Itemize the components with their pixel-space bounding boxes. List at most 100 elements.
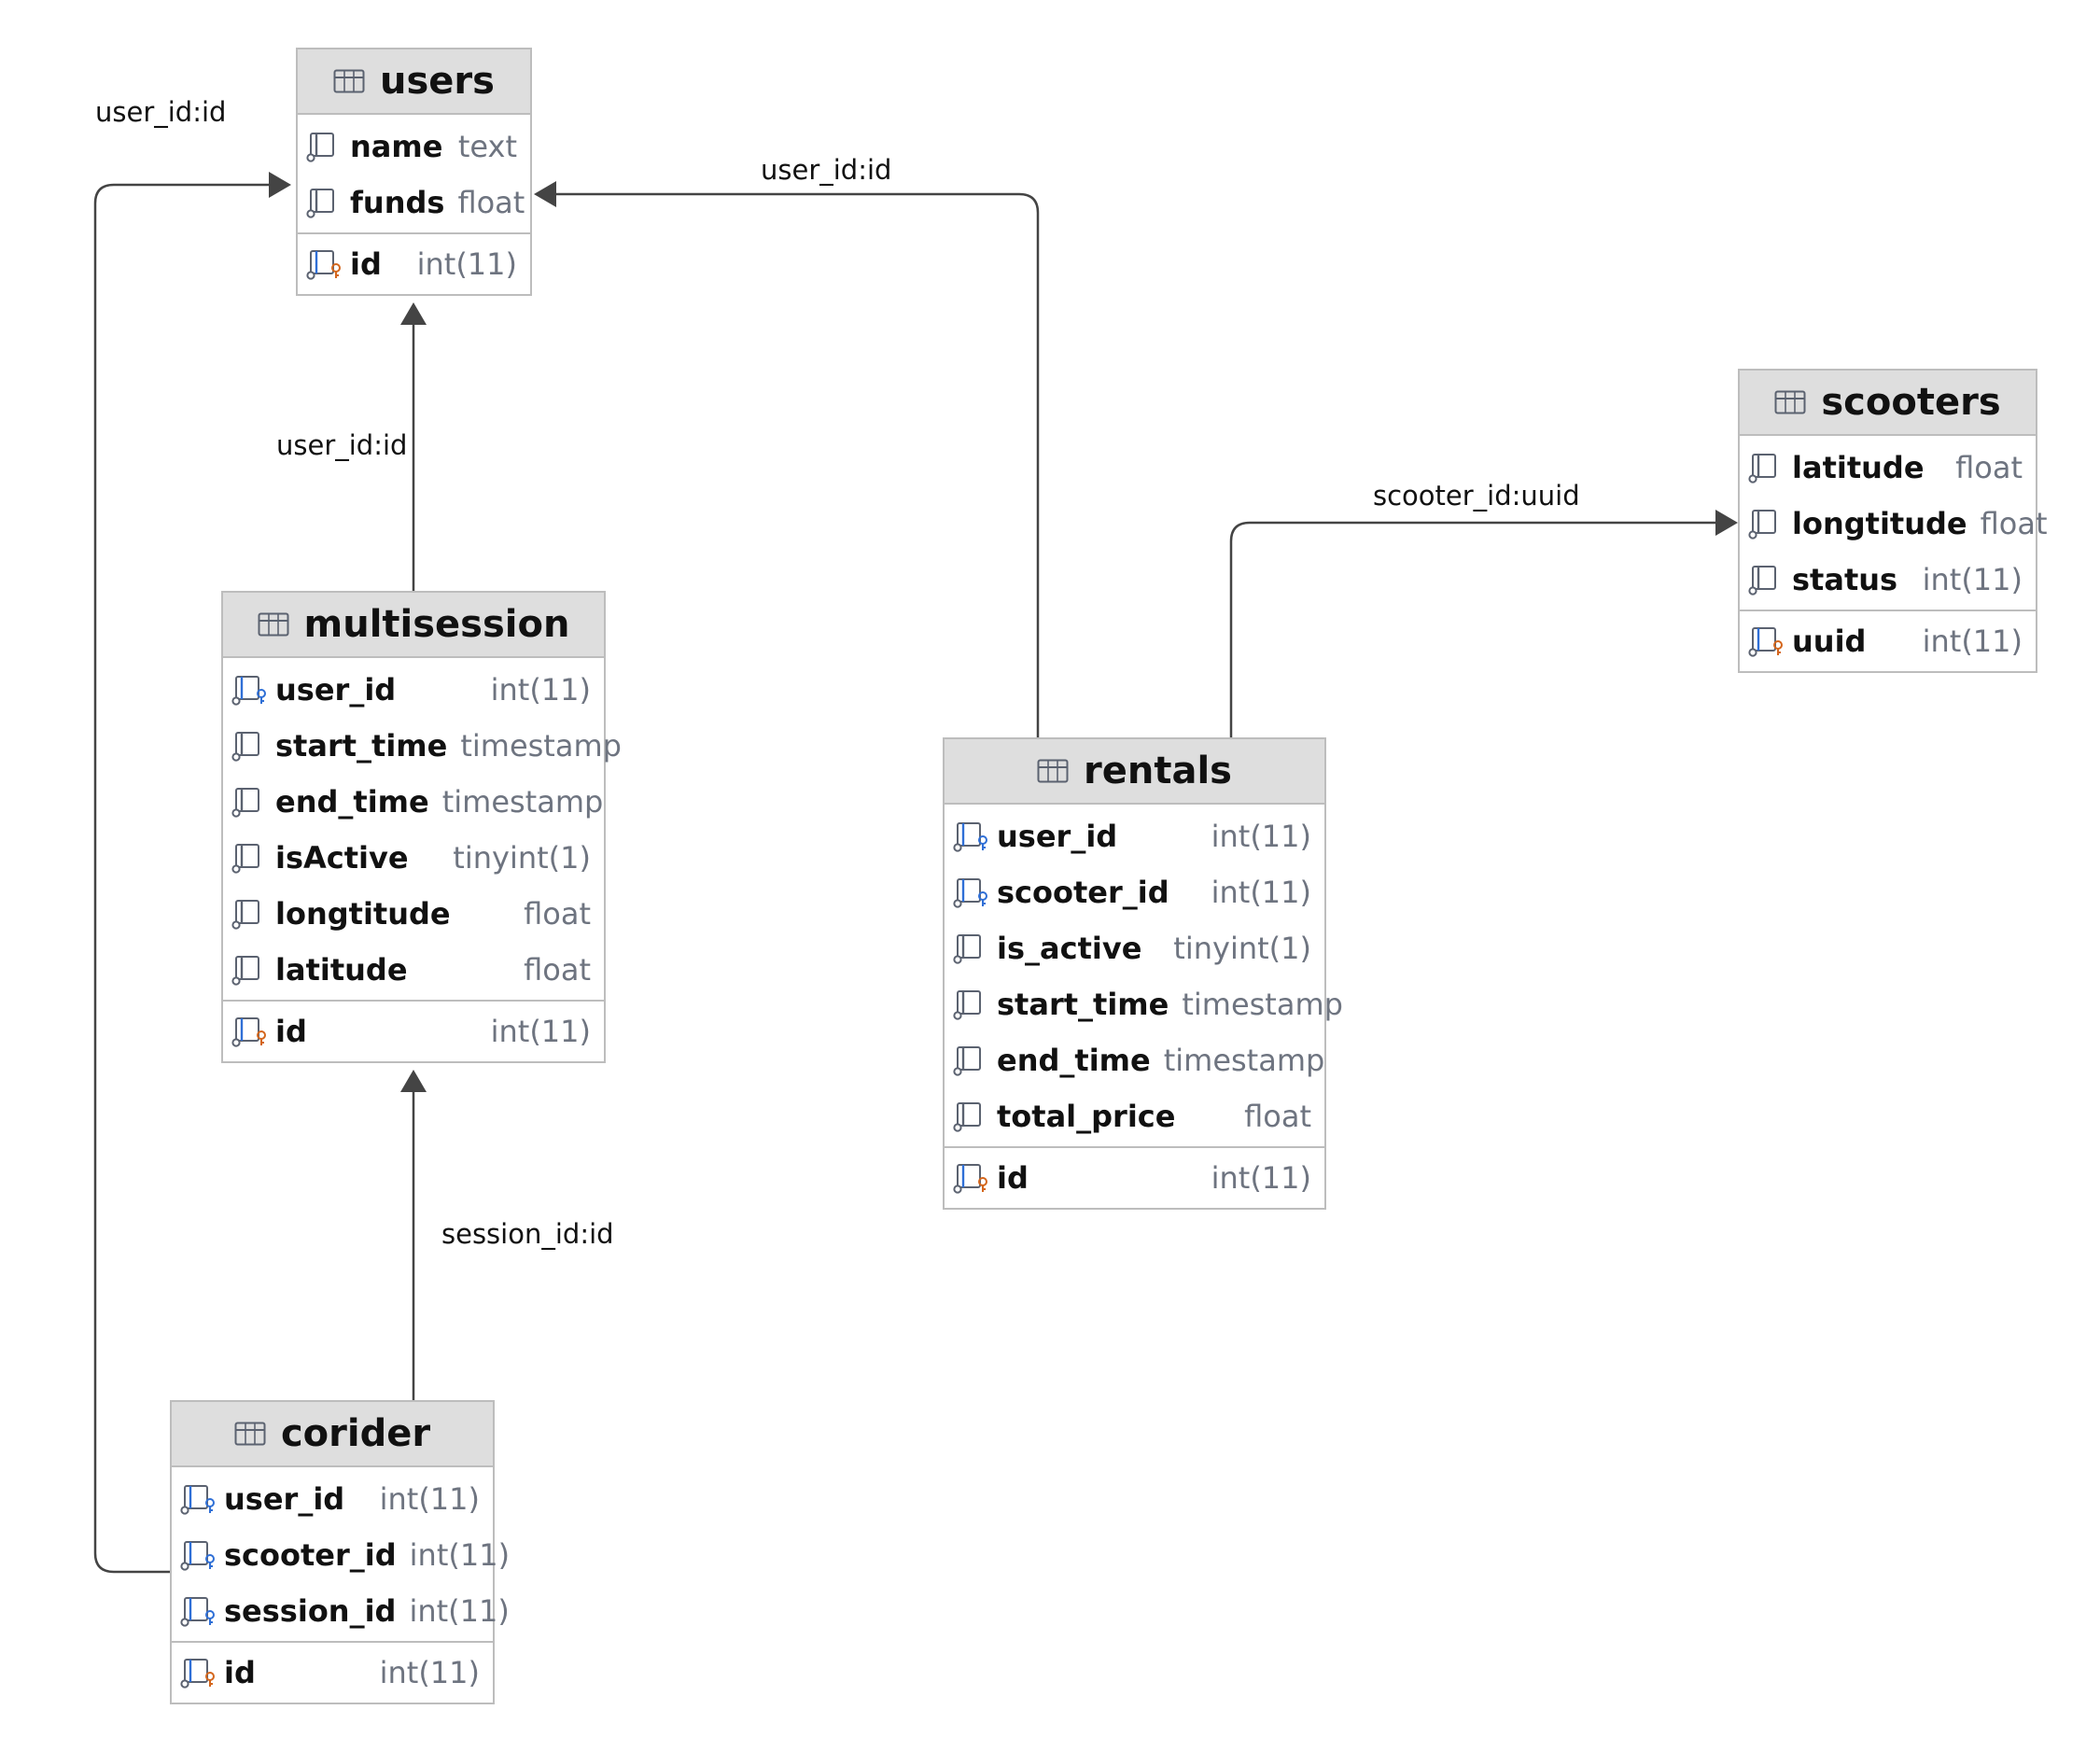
column-name: start_time: [997, 987, 1169, 1022]
arrowhead-icon: [400, 302, 427, 325]
column-icon: [231, 788, 259, 818]
column-type: int(11): [490, 672, 591, 708]
relation-label: user_id:id: [761, 154, 892, 186]
key-separator: [223, 1000, 604, 1002]
column-row[interactable]: start_time timestamp: [223, 718, 622, 774]
table-icon: [234, 1422, 266, 1446]
column-type: int(11): [490, 1014, 591, 1049]
column-name: session_id: [224, 1593, 397, 1629]
column-row[interactable]: scooter_id int(11): [945, 864, 1324, 920]
table-header[interactable]: multisession: [223, 593, 604, 658]
column-name: end_time: [275, 784, 429, 820]
column-name: total_price: [997, 1099, 1176, 1134]
arrowhead-icon: [534, 181, 556, 207]
table-header[interactable]: rentals: [945, 739, 1324, 805]
column-type: float: [1980, 506, 2048, 541]
column-type: int(11): [409, 1593, 510, 1629]
column-name: longtitude: [275, 896, 451, 932]
column-row[interactable]: id int(11): [172, 1645, 493, 1701]
column-type: int(11): [1211, 819, 1311, 854]
column-type: int(11): [1922, 624, 2023, 659]
column-row[interactable]: session_id int(11): [172, 1583, 510, 1639]
column-row[interactable]: longtitude float: [223, 886, 604, 942]
table-title: multisession: [303, 603, 570, 646]
foreign-key-icon: [180, 1541, 215, 1571]
column-row[interactable]: id int(11): [945, 1150, 1324, 1206]
column-row[interactable]: user_id int(11): [223, 662, 604, 718]
table-icon: [1774, 390, 1806, 414]
column-row[interactable]: start_time timestamp: [945, 976, 1343, 1032]
column-row[interactable]: total_price float: [945, 1088, 1324, 1144]
column-name: end_time: [997, 1043, 1151, 1078]
relation-label: user_id:id: [276, 429, 408, 461]
column-icon: [231, 844, 259, 874]
column-name: scooter_id: [224, 1537, 397, 1573]
column-type: timestamp: [1163, 1043, 1325, 1078]
table-header[interactable]: users: [298, 49, 530, 115]
column-icon: [231, 956, 259, 986]
primary-key-icon: [953, 1164, 987, 1194]
column-row[interactable]: end_time timestamp: [945, 1032, 1324, 1088]
table-title: corider: [280, 1412, 431, 1455]
column-type: float: [524, 896, 591, 932]
column-type: timestamp: [460, 728, 622, 764]
table-icon: [258, 612, 289, 637]
column-type: tinyint(1): [1173, 931, 1311, 966]
column-type: float: [1955, 450, 2023, 485]
column-icon: [1748, 566, 1776, 596]
relation-label: scooter_id:uuid: [1373, 480, 1580, 512]
column-icon: [231, 900, 259, 930]
arrowhead-icon: [269, 172, 291, 198]
column-name: user_id: [275, 672, 397, 708]
foreign-key-icon: [180, 1485, 215, 1515]
column-row[interactable]: name text: [298, 119, 530, 175]
column-row[interactable]: end_time timestamp: [223, 774, 604, 830]
column-type: timestamp: [1182, 987, 1343, 1022]
relation-line: [93, 183, 273, 1574]
column-name: id: [997, 1160, 1029, 1196]
column-type: int(11): [379, 1655, 480, 1690]
table-title: rentals: [1084, 750, 1232, 792]
key-separator: [945, 1146, 1324, 1148]
column-name: name: [350, 129, 443, 164]
column-type: int(11): [1211, 1160, 1311, 1196]
column-name: funds: [350, 185, 445, 220]
column-type: float: [1244, 1099, 1311, 1134]
foreign-key-icon: [953, 822, 987, 852]
column-name: longtitude: [1792, 506, 1967, 541]
column-icon: [1748, 454, 1776, 484]
table-header[interactable]: corider: [172, 1402, 493, 1467]
primary-key-icon: [180, 1659, 215, 1689]
column-icon: [953, 1102, 981, 1132]
column-type: int(11): [1211, 875, 1311, 910]
column-row[interactable]: longtitude float: [1740, 496, 2047, 552]
relation-label: user_id:id: [95, 96, 227, 128]
column-icon: [953, 990, 981, 1020]
table-header[interactable]: scooters: [1740, 371, 2036, 436]
column-name: id: [224, 1655, 256, 1690]
column-name: scooter_id: [997, 875, 1169, 910]
primary-key-icon: [306, 250, 341, 280]
column-type: timestamp: [441, 784, 604, 820]
column-type: int(11): [1922, 562, 2023, 597]
column-name: start_time: [275, 728, 448, 764]
column-type: text: [457, 129, 517, 164]
foreign-key-icon: [180, 1597, 215, 1627]
